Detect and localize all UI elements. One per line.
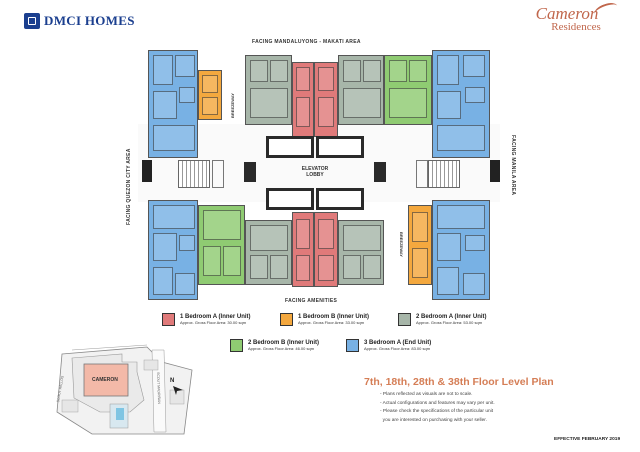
elevator-shaft-bottom-right	[316, 188, 364, 210]
facing-bottom-label: FACING AMENITIES	[285, 298, 338, 304]
unit-3br-a-bottom-right	[432, 200, 490, 300]
plan-title: 7th, 18th, 28th & 38th Floor Level Plan	[364, 376, 554, 388]
core-left-block	[142, 160, 152, 182]
facing-top-label: FACING MANDALUYONG - MAKATI AREA	[252, 39, 361, 45]
unit-1br-b-top	[198, 70, 222, 120]
legend-title-1br-a: 1 Bedroom A (Inner Unit)	[180, 314, 251, 320]
note-line-1: - Plans reflected as visuals are not to …	[380, 392, 473, 397]
unit-3br-a-top-left	[148, 50, 198, 158]
unit-2br-a-top-right	[338, 55, 384, 125]
site-map-drawing	[56, 344, 193, 435]
effective-date: EFFECTIVE FEBRUARY 2019	[554, 437, 621, 442]
legend-item-2br-b: 2 Bedroom B (Inner Unit) Approx. Gross F…	[230, 339, 319, 352]
legend-item-2br-a: 2 Bedroom A (Inner Unit) Approx. Gross F…	[398, 313, 487, 326]
legend-area-2br-b: Approx. Gross Floor Area: 46.00 sqm	[248, 346, 315, 351]
legend-item-1br-b: 1 Bedroom B (Inner Unit) Approx. Gross F…	[280, 313, 369, 326]
core-wall-right	[374, 162, 386, 182]
legend-item-3br-a: 3 Bedroom A (End Unit) Approx. Gross Flo…	[346, 339, 431, 352]
dmci-homes-logo: DMCI HOMES	[24, 10, 135, 32]
cameron-residences-logo: Cameron Residences	[512, 0, 622, 33]
unit-3br-a-bottom-left	[148, 200, 198, 300]
unit-2br-a-top-left	[245, 55, 292, 125]
dmci-logo-icon	[24, 13, 40, 29]
cameron-logo-main: Cameron	[535, 4, 599, 23]
unit-1br-a-bottom-2	[314, 212, 338, 287]
legend-area-2br-a: Approx. Gross Floor Area: 53.00 sqm	[416, 320, 483, 325]
note-line-4: you are interested on purchasing with yo…	[380, 417, 487, 423]
unit-1br-b-bottom	[408, 205, 432, 285]
legend-swatch-1br-a	[162, 313, 175, 326]
elevator-shaft-top-right	[316, 136, 364, 158]
legend-swatch-1br-b	[280, 313, 293, 326]
plan-notes: - Plans reflected as visuals are not to …	[380, 391, 495, 425]
legend-swatch-2br-b	[230, 339, 243, 352]
legend-item-1br-a: 1 Bedroom A (Inner Unit) Approx. Gross F…	[162, 313, 251, 326]
unit-1br-a-top-2	[314, 62, 338, 137]
unit-3br-a-top-right	[432, 50, 490, 158]
core-wall-left	[244, 162, 256, 182]
elevator-shaft-bottom-left	[266, 188, 314, 210]
stair-right	[428, 160, 460, 188]
lobby-label-line-1: ELEVATOR	[301, 166, 329, 172]
legend-title-1br-b: 1 Bedroom B (Inner Unit)	[298, 314, 370, 320]
north-arrow: N	[170, 378, 183, 395]
legend-swatch-3br-a	[346, 339, 359, 352]
elevator-lobby-label: ELEVATOR LOBBY	[285, 166, 345, 178]
legend-swatch-2br-a	[398, 313, 411, 326]
shaft-left	[212, 160, 224, 188]
legend-title-3br-a: 3 Bedroom A (End Unit)	[364, 340, 432, 346]
site-map: CAMERON SCOUT RALLOS SCOUT MADRIÑAN	[52, 342, 197, 437]
dmci-logo-text: DMCI HOMES	[44, 13, 135, 28]
unit-2br-a-bottom-left	[245, 220, 292, 285]
unit-1br-a-top-1	[292, 62, 314, 137]
unit-2br-a-bottom-right	[338, 220, 384, 285]
legend-area-1br-b: Approx. Gross Floor Area: 33.00 sqm	[298, 320, 365, 325]
unit-2br-b-top	[384, 55, 432, 125]
cameron-logo-sub: Residences	[551, 21, 601, 33]
site-building-label: CAMERON	[92, 377, 118, 383]
elevator-shaft-top-left	[266, 136, 314, 158]
stair-left	[178, 160, 210, 188]
floor-plan: ELEVATOR LOBBY BREEZEWAY BREEZEWAY	[142, 50, 500, 300]
note-line-2: - Actual configurations and features may…	[380, 400, 495, 406]
unit-2br-b-bottom	[198, 205, 245, 285]
breezeway-label-bottom: BREEZEWAY	[399, 232, 404, 257]
shaft-right	[416, 160, 428, 188]
legend-area-3br-a: Approx. Gross Floor Area: 83.00 sqm	[364, 346, 431, 351]
note-line-3: - Please check the specifications of the…	[380, 409, 494, 414]
core-right-block	[490, 160, 500, 182]
lobby-label-line-2: LOBBY	[306, 172, 324, 178]
north-arrow-icon	[173, 386, 183, 395]
legend-title-2br-a: 2 Bedroom A (Inner Unit)	[416, 314, 487, 320]
breezeway-label-top: BREEZEWAY	[230, 93, 235, 118]
unit-1br-a-bottom-1	[292, 212, 314, 287]
legend-area-1br-a: Approx. Gross Floor Area: 30.00 sqm	[180, 320, 247, 325]
legend-title-2br-b: 2 Bedroom B (Inner Unit)	[248, 340, 320, 346]
north-label: N	[170, 378, 175, 384]
